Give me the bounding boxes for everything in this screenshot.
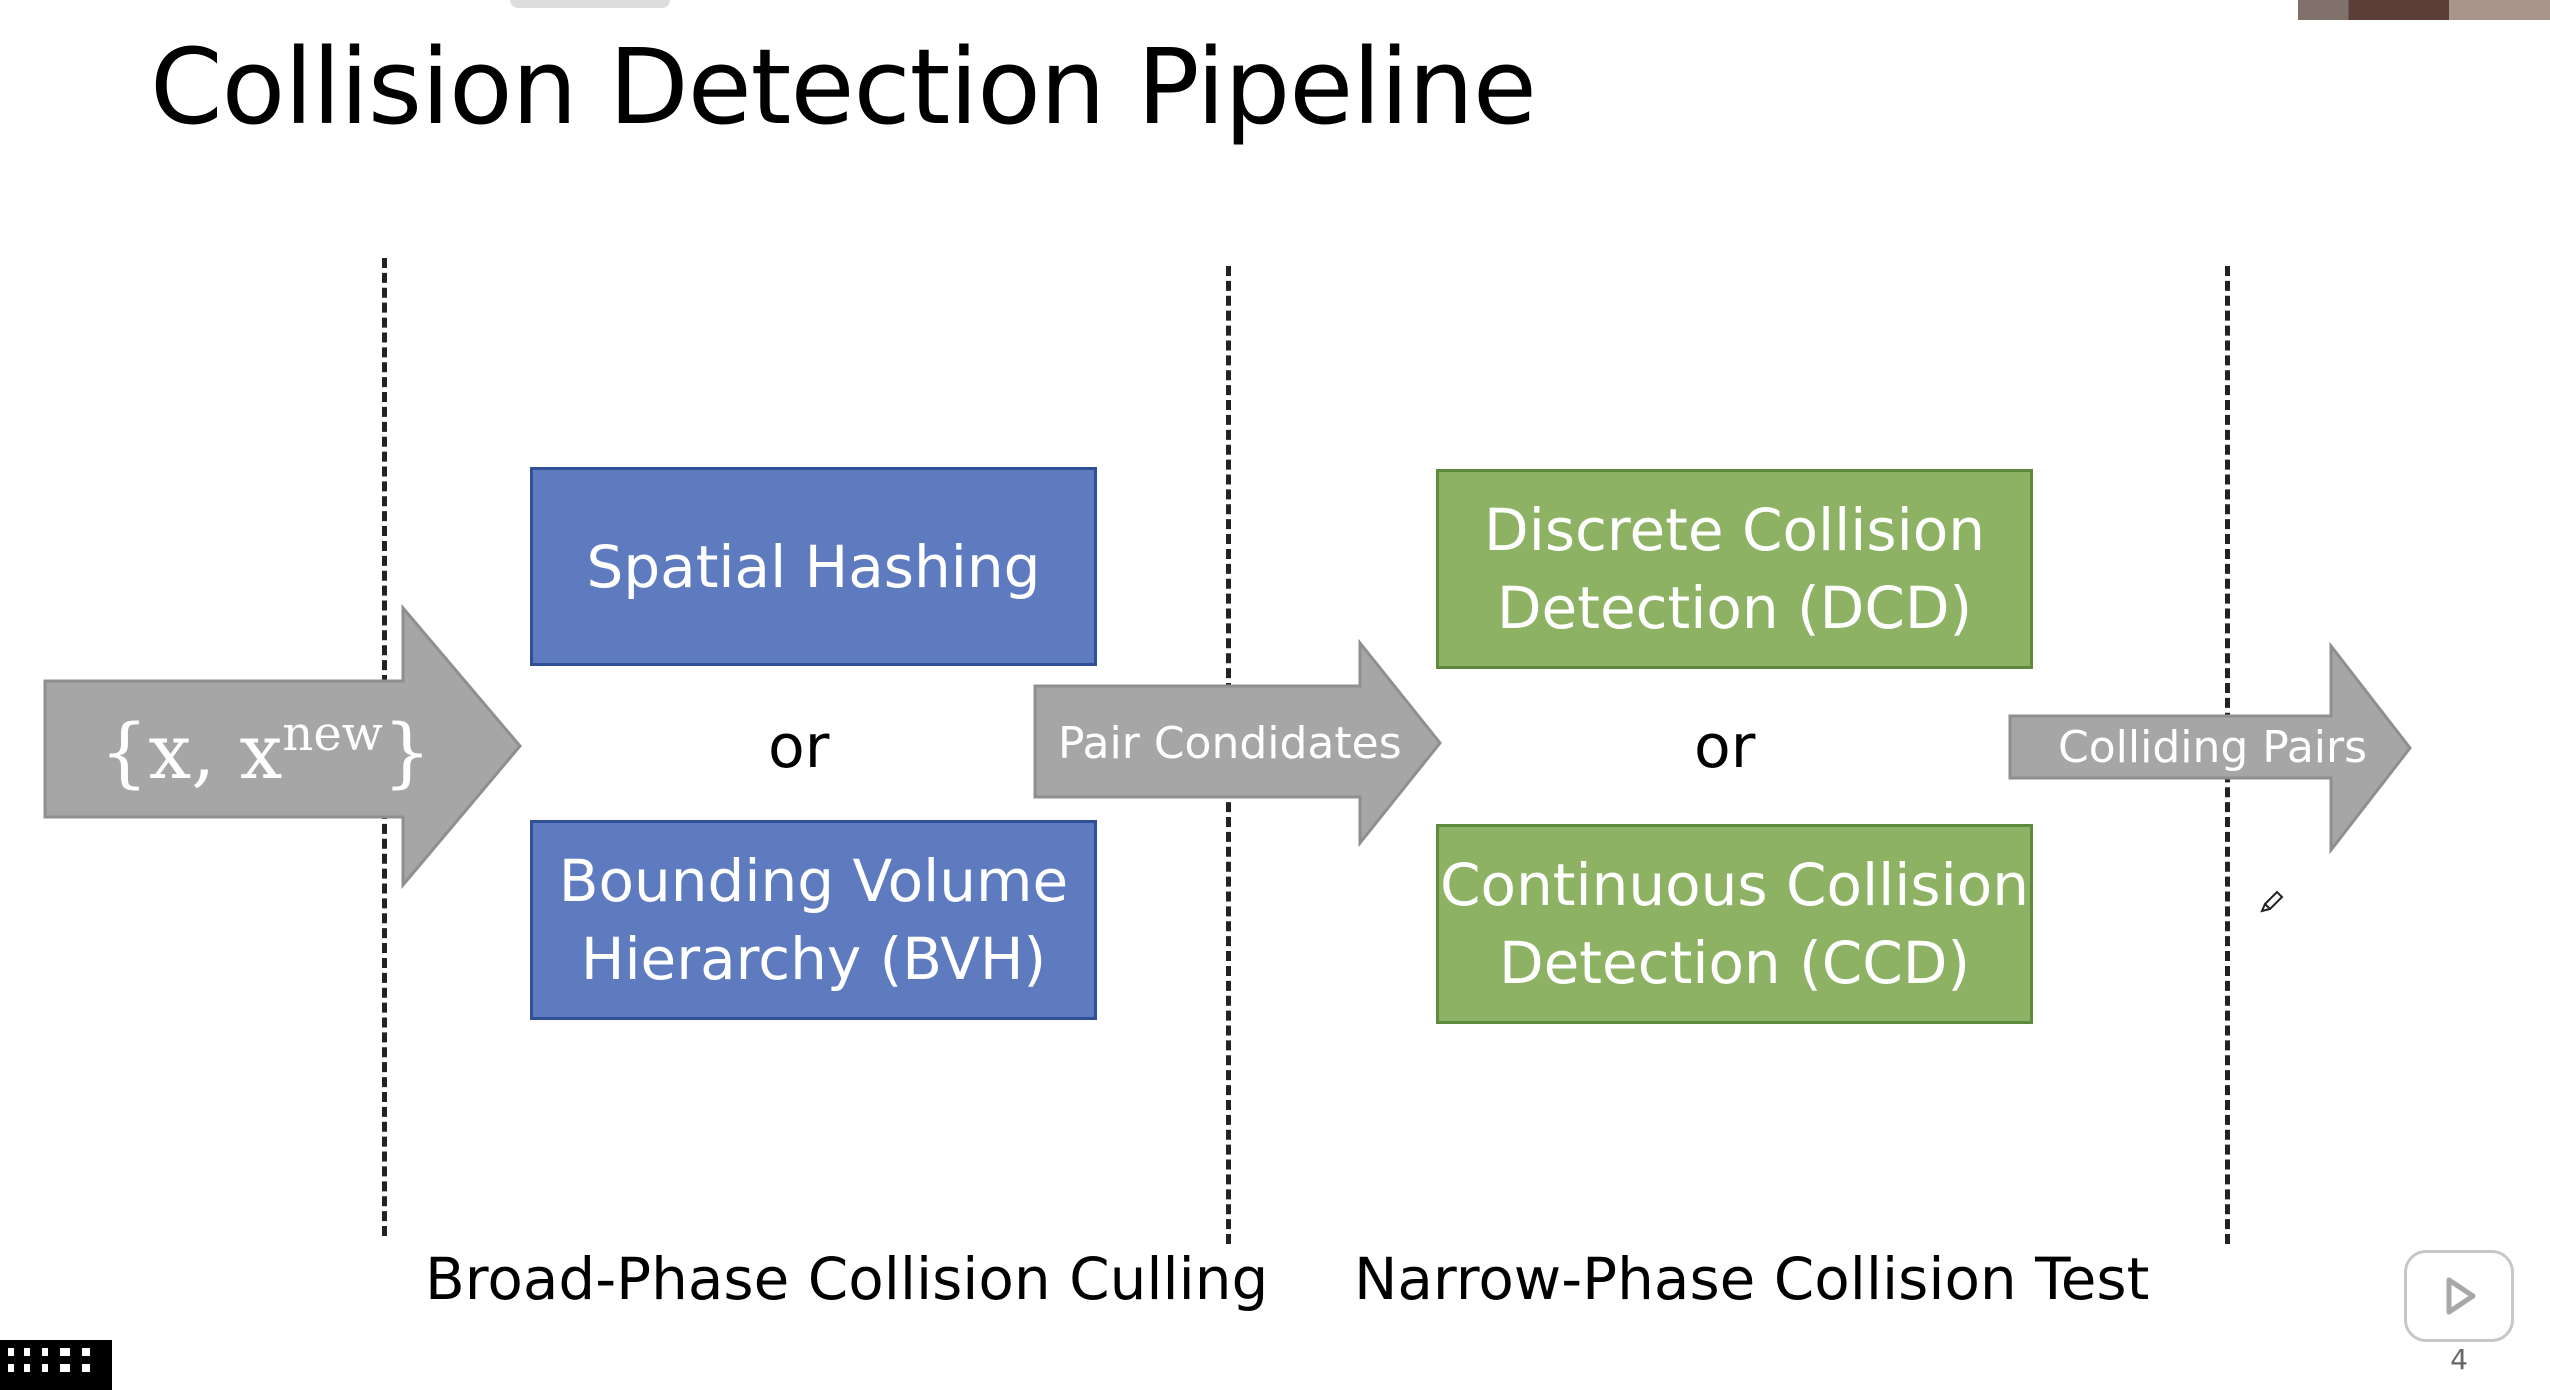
input-label-superscript: new: [282, 706, 383, 762]
slide-page-number: 4: [2450, 1343, 2468, 1376]
narrow-phase-or: or: [1694, 712, 1756, 782]
colliding-pairs-arrow: [2008, 641, 2412, 855]
top-ui-remnant: [510, 0, 670, 8]
pair-candidates-arrow: [1033, 638, 1442, 848]
narrow-phase-title: Narrow-Phase Collision Test: [1354, 1245, 2150, 1313]
broad-phase-title: Broad-Phase Collision Culling: [425, 1245, 1269, 1313]
input-label-closing: }: [382, 707, 432, 796]
broad-phase-or: or: [768, 712, 830, 782]
input-arrow: [43, 603, 522, 890]
dcd-label: Discrete Collision Detection (DCD): [1484, 496, 1985, 642]
input-label-main: {x, x: [100, 707, 283, 796]
ccd-label: Continuous Collision Detection (CCD): [1440, 851, 2029, 997]
spatial-hashing-box: Spatial Hashing: [530, 467, 1097, 666]
pen-icon: [2260, 890, 2284, 913]
qr-code-icon: [0, 1340, 112, 1390]
bvh-label: Bounding Volume Hierarchy (BVH): [558, 847, 1069, 993]
ccd-box: Continuous Collision Detection (CCD): [1436, 824, 2033, 1024]
bvh-box: Bounding Volume Hierarchy (BVH): [530, 820, 1097, 1020]
spatial-hashing-label: Spatial Hashing: [586, 532, 1041, 601]
play-button[interactable]: [2404, 1250, 2514, 1342]
pair-candidates-label: Pair Condidates: [1058, 718, 1402, 769]
colliding-pairs-label: Colliding Pairs: [2058, 722, 2368, 773]
dcd-box: Discrete Collision Detection (DCD): [1436, 469, 2033, 669]
play-icon: [2446, 1277, 2476, 1315]
slide-title: Collision Detection Pipeline: [150, 26, 1537, 148]
input-state-label: {x, xnew}: [100, 686, 432, 806]
presenter-webcam: [2298, 0, 2550, 20]
